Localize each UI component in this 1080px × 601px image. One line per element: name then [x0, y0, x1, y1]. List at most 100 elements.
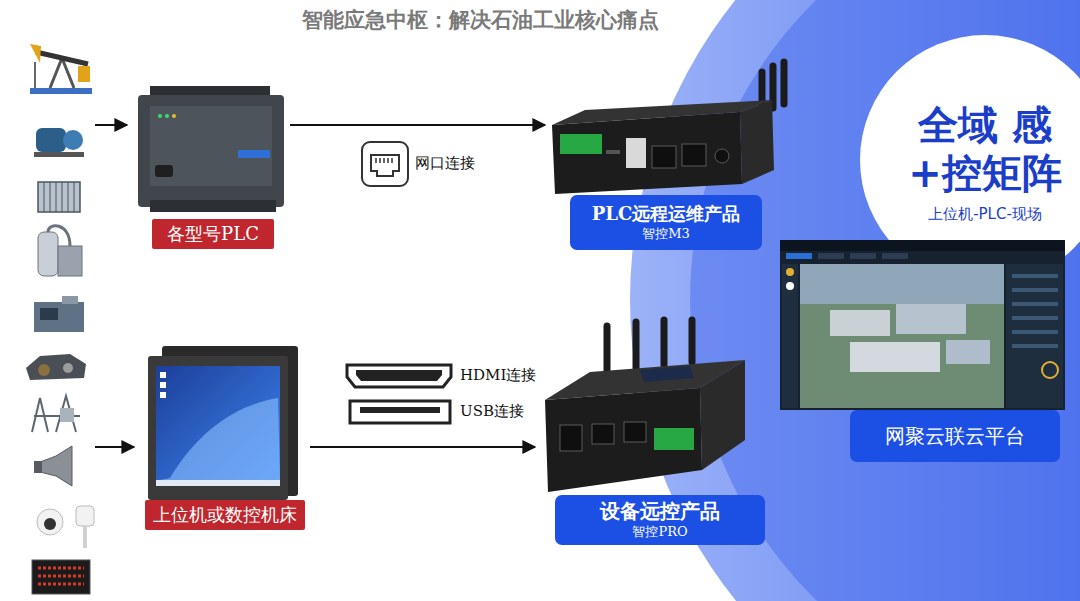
- m3-side: [740, 100, 774, 184]
- rig-frame: [32, 396, 80, 432]
- screenshot-icon: [786, 268, 794, 276]
- antenna: [661, 320, 668, 365]
- compressor-unit: [58, 246, 82, 276]
- water-pump-base: [34, 152, 84, 157]
- horn-mount: [34, 461, 42, 473]
- screen-wallpaper: [160, 398, 280, 480]
- node-label: 上位机-PLC-现场: [885, 205, 1080, 224]
- connection-label: HDMI连接: [460, 366, 536, 385]
- node-label: 上位机或数控机床: [153, 504, 297, 527]
- sensor-probe: [83, 526, 87, 548]
- aerial-view: [800, 264, 1004, 408]
- camera-lens: [44, 518, 56, 530]
- led-display: [32, 560, 90, 594]
- factory-building: [830, 310, 890, 336]
- circle-fill: [860, 35, 1080, 285]
- water-pump-motor: [36, 128, 66, 152]
- led-display-dots: [38, 568, 84, 584]
- screenshot-tab: [882, 253, 908, 259]
- desktop-icon: [160, 372, 166, 378]
- node-label: 全域 感+控矩阵: [885, 101, 1080, 197]
- water-pump-housing: [63, 130, 83, 150]
- heat-exchanger-fins: [44, 182, 74, 212]
- node-label: 智控PRO: [632, 524, 687, 540]
- usb-tongue: [360, 407, 440, 413]
- sd-slot: [606, 150, 620, 154]
- machine-body: [34, 302, 84, 332]
- node-label: PLC远程运维产品: [592, 203, 741, 226]
- node-label: 设备远控产品: [600, 499, 720, 524]
- engine-part: [63, 363, 73, 373]
- label-box: 设备远控产品智控PRO: [555, 495, 765, 545]
- pro-front: [545, 388, 702, 492]
- input-arrow: [95, 446, 134, 448]
- pro-side: [700, 360, 745, 470]
- label-box: 上位机或数控机床: [145, 500, 305, 530]
- usb-port: [560, 425, 582, 451]
- pro-display: [640, 366, 694, 382]
- plc-port: [155, 165, 173, 177]
- compressor-tank: [38, 232, 58, 276]
- m3-front: [552, 112, 742, 194]
- plc-connector: [238, 150, 270, 158]
- machine-top: [62, 296, 78, 304]
- pump-jack-tower: [50, 58, 62, 88]
- cloud-platform: 网聚云联云平台: [780, 240, 1065, 462]
- screenshot-frame: [780, 240, 1065, 410]
- rig-tank: [60, 408, 74, 422]
- connection-label: USB连接: [460, 402, 524, 421]
- rj45-port: [652, 146, 676, 168]
- label-box: 网聚云联云平台: [850, 410, 1060, 462]
- terminal-block: [560, 134, 602, 154]
- usb-icon: [350, 401, 450, 423]
- screenshot-tab: [786, 253, 812, 259]
- engine-part: [38, 364, 50, 376]
- node-label: 各型号PLC: [167, 223, 259, 246]
- antenna: [633, 322, 640, 368]
- sensor-head: [76, 506, 94, 526]
- desktop-icon: [160, 382, 166, 388]
- label-box: 各型号PLC: [152, 219, 274, 249]
- antenna: [781, 62, 788, 104]
- label-box: PLC远程运维产品智控M3: [570, 195, 762, 250]
- edge-label: 网口连接: [415, 154, 475, 173]
- horn-speaker: [40, 446, 72, 486]
- machine-window: [40, 308, 58, 320]
- screenshot-gauge: [1042, 362, 1058, 378]
- circle-text-group: 全域 感+控矩阵上位机-PLC-现场: [885, 101, 1080, 224]
- monitor-bezel: [148, 356, 288, 500]
- connector-group: [290, 125, 545, 447]
- antenna: [689, 320, 696, 362]
- usb-port: [626, 138, 646, 168]
- desktop-icon: [160, 392, 166, 398]
- power-jack: [715, 149, 729, 163]
- compressor-pipe: [48, 226, 70, 246]
- screenshot-panel: [782, 264, 798, 408]
- factory-building: [896, 304, 966, 334]
- pump-jack-head: [30, 44, 41, 63]
- terminal-block: [654, 428, 694, 450]
- engine-body: [26, 354, 86, 380]
- factory-building: [850, 342, 940, 372]
- screenshot-topbar: [780, 240, 1065, 251]
- taskbar: [156, 480, 280, 486]
- aerial-sky: [800, 264, 1004, 304]
- factory-building: [946, 340, 990, 364]
- plc-led: [172, 114, 176, 118]
- host-computer: 上位机或数控机床: [140, 345, 310, 530]
- remote-control-product: 设备远控产品智控PRO: [535, 318, 770, 548]
- matrix-circle: 全域 感+控矩阵上位机-PLC-现场: [860, 35, 1080, 285]
- rj45-port: [592, 424, 614, 444]
- pump-jack-base: [30, 88, 92, 94]
- screenshot-tab: [818, 253, 844, 259]
- monitor-screen: [156, 366, 280, 486]
- plc-led: [165, 114, 169, 118]
- antenna: [604, 326, 611, 372]
- rj45-port: [682, 144, 706, 166]
- ethernet-pins: [376, 158, 392, 163]
- hdmi-icon: [347, 365, 451, 387]
- camera-dome: [37, 509, 63, 535]
- plc-terminal-strip: [150, 200, 276, 212]
- pump-jack-weight: [78, 66, 90, 82]
